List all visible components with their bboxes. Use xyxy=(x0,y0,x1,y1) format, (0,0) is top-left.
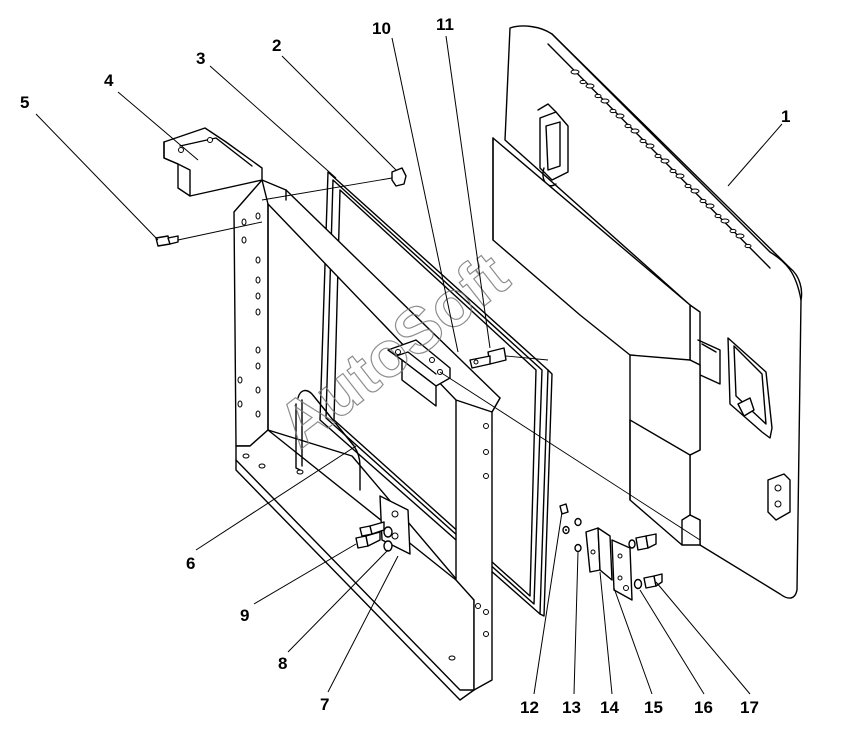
callout-3: 3 xyxy=(196,49,205,68)
nut-2 xyxy=(391,167,407,187)
cover-panel xyxy=(504,25,803,599)
frame-flange-holes xyxy=(475,423,489,637)
step-plate xyxy=(492,137,701,546)
leader-lines xyxy=(35,35,783,695)
callout-11: 11 xyxy=(436,15,454,34)
bolts-15-17 xyxy=(623,533,663,591)
callout-4: 4 xyxy=(104,71,114,90)
callout-1: 1 xyxy=(781,107,790,126)
frame-side-holes xyxy=(237,212,261,418)
washers-8 xyxy=(383,526,393,552)
top-rail xyxy=(163,127,263,197)
callout-5: 5 xyxy=(20,93,29,112)
screws-12-13 xyxy=(559,503,582,553)
callout-14: 14 xyxy=(600,698,619,717)
fasteners xyxy=(155,167,663,591)
callout-7: 7 xyxy=(320,695,329,714)
callout-8: 8 xyxy=(278,654,287,673)
screw-11 xyxy=(469,347,507,369)
callout-9: 9 xyxy=(240,606,249,625)
bolt-5 xyxy=(155,235,179,247)
callout-16: 16 xyxy=(694,698,713,717)
callout-2: 2 xyxy=(272,36,281,55)
callout-12: 12 xyxy=(520,698,539,717)
callout-13: 13 xyxy=(562,698,581,717)
callout-labels: 1 2 3 4 5 6 7 8 9 10 11 12 13 14 15 16 1… xyxy=(20,15,790,717)
callout-6: 6 xyxy=(186,554,195,573)
callout-17: 17 xyxy=(740,698,759,717)
lower-cover-bracket xyxy=(767,473,791,521)
small-hinge-bracket xyxy=(585,527,633,601)
lock-handle xyxy=(697,337,773,439)
callout-15: 15 xyxy=(644,698,663,717)
callout-10: 10 xyxy=(372,19,391,38)
upper-latch xyxy=(537,103,569,187)
louver-slots xyxy=(570,69,752,249)
hinge-plate xyxy=(379,495,411,555)
bolts-9 xyxy=(355,521,385,549)
assembly-axis-lines xyxy=(177,177,701,541)
main-frame xyxy=(233,179,501,701)
